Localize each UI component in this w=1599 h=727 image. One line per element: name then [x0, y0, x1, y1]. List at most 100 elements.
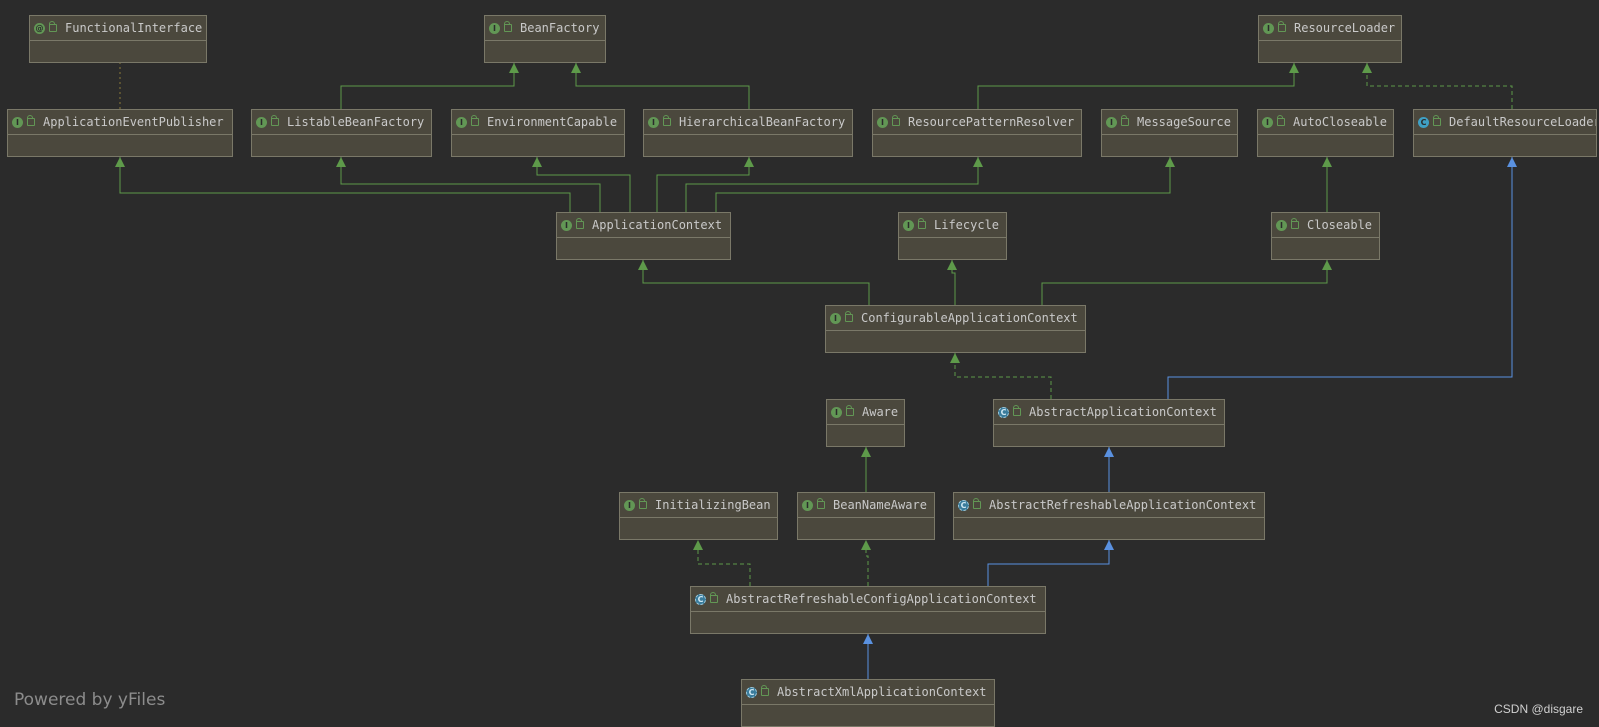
- arrowhead-icon: [532, 157, 542, 167]
- interface-kind-icon: I: [877, 116, 888, 128]
- interface-kind-icon: I: [12, 116, 23, 128]
- edge-extends: [336, 157, 601, 212]
- abstract-kind-icon: C: [998, 406, 1009, 418]
- edge-line: [987, 540, 1110, 586]
- edge-line: [715, 157, 1171, 212]
- interface-kind-icon: I: [1262, 116, 1273, 128]
- public-visibility-icon: [846, 405, 854, 416]
- class-node-abstract-xml-application-context[interactable]: C AbstractXmlApplicationContext: [741, 679, 995, 727]
- public-visibility-icon: [761, 685, 769, 696]
- class-node-label: ConfigurableApplicationContext: [861, 311, 1078, 325]
- edge-line: [977, 63, 1295, 109]
- interface-kind-icon: I: [489, 22, 500, 34]
- arrowhead-icon: [693, 540, 703, 550]
- arrowhead-icon: [571, 63, 581, 73]
- class-node-resource-pattern-resolver[interactable]: I ResourcePatternResolver: [872, 109, 1082, 157]
- edge-line: [340, 157, 601, 212]
- public-visibility-icon: [1013, 405, 1021, 416]
- class-node-label: DefaultResourceLoader: [1449, 115, 1596, 129]
- arrowhead-icon: [1507, 157, 1517, 167]
- edge-extends: [977, 63, 1299, 109]
- public-visibility-icon: [1121, 115, 1129, 126]
- edge-line: [1366, 63, 1513, 109]
- edge-line: [119, 157, 571, 212]
- class-node-label: InitializingBean: [655, 498, 771, 512]
- interface-kind-icon: I: [256, 116, 267, 128]
- public-visibility-icon: [576, 218, 584, 229]
- edge-extends: [638, 260, 870, 305]
- public-visibility-icon: [892, 115, 900, 126]
- public-visibility-icon: [1291, 218, 1299, 229]
- class-node-label: BeanFactory: [520, 21, 600, 35]
- edge-implements: [861, 540, 871, 586]
- interface-kind-icon: I: [1106, 116, 1117, 128]
- class-node-label: AutoCloseable: [1293, 115, 1387, 129]
- arrowhead-icon: [1362, 63, 1372, 73]
- edge-line: [954, 353, 1052, 399]
- class-node-header: I AutoCloseable: [1258, 110, 1393, 135]
- class-node-bean-factory[interactable]: I BeanFactory: [484, 15, 606, 63]
- class-node-label: Aware: [862, 405, 899, 419]
- arrowhead-icon: [861, 447, 871, 457]
- public-visibility-icon: [504, 21, 512, 32]
- edge-implements: [950, 353, 1052, 399]
- interface-kind-icon: I: [1276, 219, 1287, 231]
- edge-extends: [715, 157, 1175, 212]
- interface-kind-icon: I: [456, 116, 467, 128]
- edge-implements: [693, 540, 751, 586]
- class-node-abstract-refreshable-application-context[interactable]: C AbstractRefreshableApplicationContext: [953, 492, 1265, 540]
- edge-line: [865, 540, 869, 586]
- class-node-header: I ListableBeanFactory: [252, 110, 431, 135]
- class-node-label: HierarchicalBeanFactory: [679, 115, 846, 129]
- abstract-kind-icon: C: [958, 499, 969, 511]
- interface-kind-icon: I: [561, 219, 572, 231]
- class-node-label: ResourcePatternResolver: [908, 115, 1075, 129]
- public-visibility-icon: [817, 498, 825, 509]
- edge-line: [1041, 260, 1328, 305]
- class-node-label: BeanNameAware: [833, 498, 927, 512]
- edge-implements: [1362, 63, 1513, 109]
- interface-kind-icon: I: [903, 219, 914, 231]
- class-node-functional-interface[interactable]: @FunctionalInterface: [29, 15, 207, 63]
- class-node-label: AbstractRefreshableApplicationContext: [989, 498, 1257, 512]
- edge-class-extends: [1104, 447, 1114, 492]
- class-node-listable-bean-factory[interactable]: I ListableBeanFactory: [251, 109, 432, 157]
- arrowhead-icon: [947, 260, 957, 270]
- class-node-label: AbstractXmlApplicationContext: [777, 685, 987, 699]
- class-node-label: ListableBeanFactory: [287, 115, 425, 129]
- edge-extends: [1322, 157, 1332, 212]
- edge-extends: [947, 260, 957, 305]
- abstract-kind-icon: C: [746, 686, 757, 698]
- edge-extends: [571, 63, 750, 109]
- edge-extends: [115, 157, 571, 212]
- class-node-auto-closeable[interactable]: I AutoCloseable: [1257, 109, 1394, 157]
- class-node-header: C AbstractRefreshableApplicationContext: [954, 493, 1264, 518]
- public-visibility-icon: [1277, 115, 1285, 126]
